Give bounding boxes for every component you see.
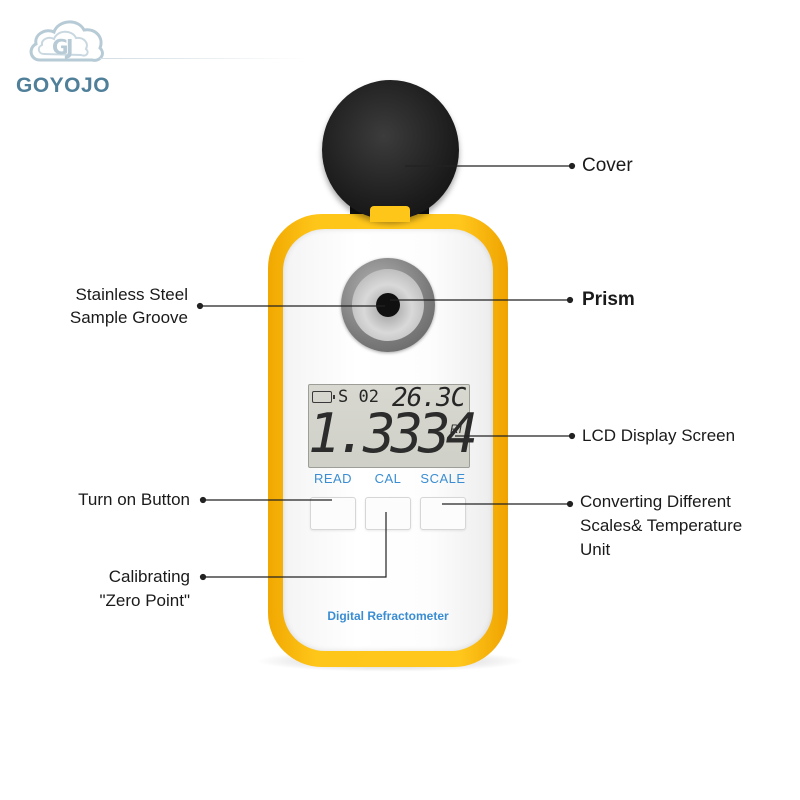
groove-label-line2: Sample Groove xyxy=(69,308,188,327)
lcd-label: LCD Display Screen xyxy=(582,426,736,445)
lcd-scale-code: S 02 xyxy=(338,387,379,407)
cover-label: Cover xyxy=(582,155,633,176)
read-button[interactable] xyxy=(310,497,356,530)
product-name: Digital Refractometer xyxy=(327,609,449,623)
scales-label-line3: Unit xyxy=(580,540,611,559)
cal-leader xyxy=(203,512,387,578)
calibrating-label-line1: Calibrating xyxy=(108,567,190,586)
prism xyxy=(376,293,400,317)
read-button-label: READ xyxy=(313,471,353,486)
lcd-unit: RI xyxy=(450,422,462,436)
scale-button[interactable] xyxy=(420,497,466,530)
prism-label: Prism xyxy=(582,289,635,310)
scale-button-label: SCALE xyxy=(420,471,466,486)
battery-icon xyxy=(312,391,335,403)
cal-button[interactable] xyxy=(365,497,411,530)
cover-cap[interactable] xyxy=(322,80,459,220)
prism-leader-dot xyxy=(566,296,574,304)
hinge-bridge xyxy=(370,206,410,222)
scale-leader-dot xyxy=(566,500,574,508)
svg-text:G: G xyxy=(52,35,68,59)
cal-leader-dot xyxy=(199,573,207,581)
lcd-leader-dot xyxy=(568,432,576,440)
lcd-reading: 1.3334 xyxy=(308,402,478,465)
scales-label-line1: Converting Different xyxy=(580,492,731,511)
read-leader-dot xyxy=(199,496,207,504)
cal-button-label: CAL xyxy=(374,471,402,486)
brand-name: GOYOJO xyxy=(16,74,111,97)
lcd-temperature: 26.3C xyxy=(392,383,466,413)
turn-on-label: Turn on Button xyxy=(78,490,190,509)
cover-leader-dot xyxy=(568,162,576,170)
groove-leader-dot xyxy=(196,302,204,310)
svg-text:J: J xyxy=(64,35,73,59)
groove-label-line1: Stainless Steel xyxy=(75,285,188,304)
scales-label-line2: Scales& Temperature xyxy=(580,516,743,535)
calibrating-label-line2: "Zero Point" xyxy=(99,591,191,610)
cloud-logo-icon: G J xyxy=(26,14,106,70)
logo-divider xyxy=(100,58,310,59)
lcd-display xyxy=(308,384,470,468)
